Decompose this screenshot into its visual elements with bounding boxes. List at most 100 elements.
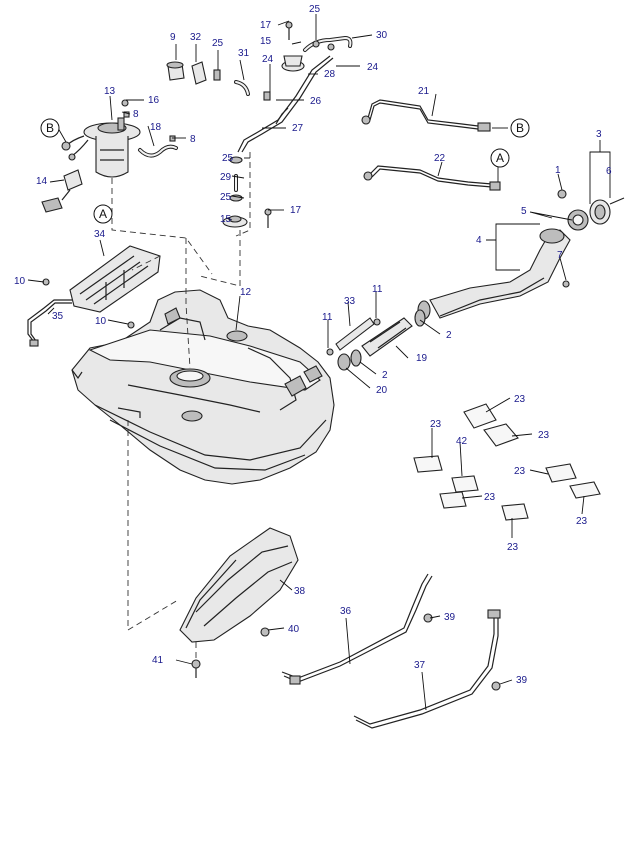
callout-30: 30 (376, 30, 388, 41)
bolt-39-lower (491, 681, 501, 691)
callout-29: 29 (220, 172, 232, 183)
callout-25: 25 (220, 192, 232, 203)
clip-24-left (263, 91, 271, 101)
callout-23: 23 (538, 430, 550, 441)
callout-17: 17 (290, 205, 302, 216)
callout-14: 14 (36, 176, 48, 187)
callout-7: 7 (557, 250, 563, 261)
callout-27: 27 (292, 123, 304, 134)
svg-text:A: A (496, 151, 504, 165)
callout-11: 11 (372, 284, 383, 295)
callout-10: 10 (14, 276, 26, 287)
bolt-10-right (127, 321, 135, 329)
clamp-2-upper (414, 309, 426, 327)
callout-13: 13 (104, 86, 116, 97)
fuel-sender-unit (41, 169, 83, 213)
leader-lines (27, 14, 611, 711)
callout-4: 4 (476, 235, 482, 246)
callout-37: 37 (414, 660, 426, 671)
clamp-2-lower (350, 349, 362, 367)
callout-2: 2 (446, 330, 452, 341)
fuel-tank (71, 289, 335, 485)
callout-22: 22 (434, 153, 446, 164)
rollover-valve-15-low (222, 215, 248, 228)
vent-hose-33 (335, 317, 375, 351)
callout-24: 24 (262, 54, 274, 65)
clamp-11-right (373, 318, 381, 326)
vent-tube-30 (303, 35, 353, 52)
filler-hose-19 (361, 317, 413, 357)
callout-23: 23 (430, 419, 442, 430)
bolt-17-top (285, 21, 293, 40)
svg-text:B: B (516, 121, 524, 135)
callout-16: 16 (148, 95, 160, 106)
fuel-line-22 (363, 165, 501, 191)
bolt-17-low (264, 208, 272, 228)
dashed-guide-lines (111, 152, 251, 658)
callout-3: 3 (596, 129, 602, 140)
clips-24-25 (312, 40, 335, 51)
callout-15: 15 (260, 36, 272, 47)
callout-11: 11 (322, 312, 333, 323)
vapor-hose-18 (138, 144, 178, 158)
callout-39: 39 (516, 675, 528, 686)
fuel-cap-6 (589, 197, 625, 225)
rollover-valve-15-top (281, 55, 305, 72)
callout-2: 2 (382, 370, 388, 381)
callout-42: 42 (456, 436, 468, 447)
callout-18: 18 (150, 122, 162, 133)
callout-39: 39 (444, 612, 456, 623)
callout-41: 41 (152, 655, 164, 666)
callout-25: 25 (309, 4, 321, 15)
callout-23: 23 (576, 516, 588, 527)
callout-21: 21 (418, 86, 430, 97)
callout-15: 15 (220, 214, 232, 225)
callout-1: 1 (555, 165, 561, 176)
ref-b-left: B (40, 118, 60, 138)
insulator-pads-23 (413, 403, 601, 521)
callout-8: 8 (133, 109, 139, 120)
callout-23: 23 (507, 542, 519, 553)
clip-8-right (169, 135, 176, 142)
callout-36: 36 (340, 606, 352, 617)
callout-12: 12 (240, 287, 252, 298)
callout-numbers: 9 32 25 17 25 15 30 31 24 24 28 26 27 13… (14, 4, 612, 686)
canister-bracket-34 (69, 245, 161, 313)
tank-protector-38 (179, 527, 299, 643)
callout-25: 25 (212, 38, 224, 49)
callout-10: 10 (95, 316, 107, 327)
clip-25-top (213, 69, 221, 81)
callout-23: 23 (514, 394, 526, 405)
ref-a-right: A (490, 148, 510, 168)
callout-8: 8 (190, 134, 196, 145)
filler-neck-ring-5 (567, 209, 589, 231)
filler-neck-4 (417, 228, 571, 320)
callout-35: 35 (52, 311, 64, 322)
callout-34: 34 (94, 229, 106, 240)
grommet-25-low (229, 194, 243, 202)
fuel-line-21 (361, 99, 491, 132)
callout-40: 40 (288, 624, 300, 635)
callout-23: 23 (484, 492, 496, 503)
ref-b-right: B (510, 118, 530, 138)
fuel-pump-module (61, 117, 141, 178)
callout-25: 25 (222, 153, 234, 164)
ref-a-left: A (93, 204, 113, 224)
callout-32: 32 (190, 32, 202, 43)
clip-8-top (123, 111, 130, 118)
vent-line-35 (27, 299, 72, 347)
tank-strap-36 (281, 573, 433, 685)
tank-strap-37 (353, 609, 501, 729)
hose-31 (234, 80, 250, 96)
callout-6: 6 (606, 166, 612, 177)
callout-24: 24 (367, 62, 379, 73)
clamp-20 (337, 353, 351, 371)
bolt-41 (191, 659, 201, 678)
callout-33: 33 (344, 296, 356, 307)
callout-17: 17 (260, 20, 272, 31)
screw-7 (562, 280, 570, 288)
callout-28: 28 (324, 69, 336, 80)
screw-1 (557, 189, 567, 199)
callout-31: 31 (238, 48, 250, 59)
